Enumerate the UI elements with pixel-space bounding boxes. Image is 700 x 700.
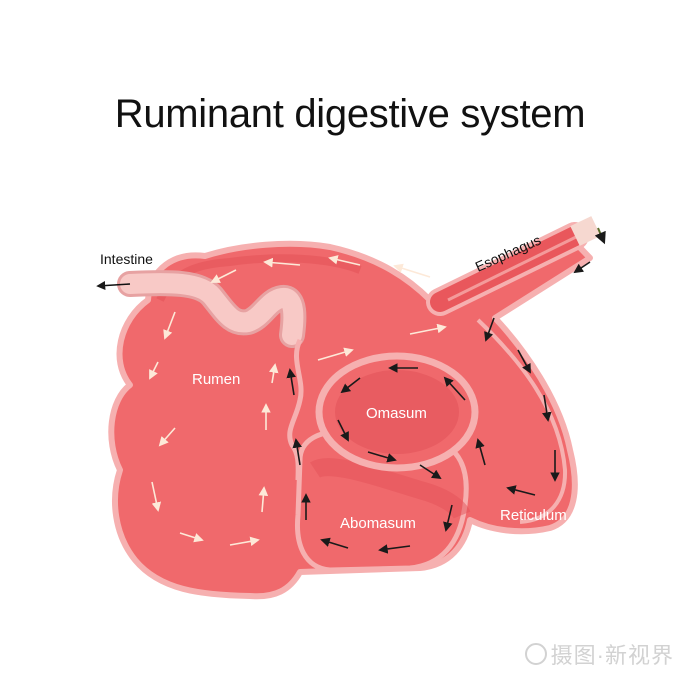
rumen-label: Rumen — [192, 371, 240, 388]
omasum-shape — [315, 352, 479, 472]
watermark: 摄图·新视界 — [524, 638, 674, 670]
reticulum-label: Reticulum — [500, 507, 567, 524]
diagram-title: Ruminant digestive system — [114, 92, 586, 136]
chamber-flow-arrows — [286, 261, 591, 554]
omasum-label: Omasum — [366, 405, 427, 422]
intestine-tube — [96, 270, 307, 348]
abomasum-label: Abomasum — [340, 515, 416, 532]
reticulum-shape — [476, 318, 568, 524]
watermark-logo-icon — [524, 643, 547, 665]
watermark-text: 摄图·新视界 — [550, 643, 674, 668]
rumen-flow-arrows — [149, 255, 447, 547]
intestine-label: Intestine — [100, 251, 153, 267]
esophagus-tube — [426, 216, 606, 316]
